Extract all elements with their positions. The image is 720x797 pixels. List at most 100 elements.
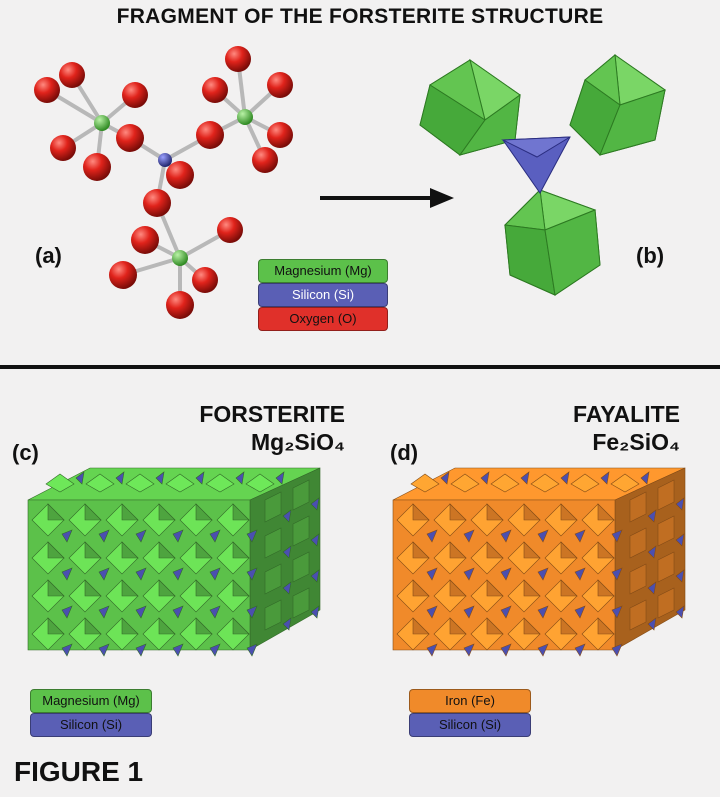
panel-label-a: (a) [35, 243, 62, 268]
panel-label-c: (c) [12, 440, 39, 465]
tetrahedron-top [235, 471, 245, 485]
octahedron-facet [84, 579, 102, 597]
octahedron-facet [560, 579, 578, 597]
octahedron-side [292, 479, 310, 511]
figure-label: FIGURE 1 [14, 756, 144, 787]
tetrahedron [172, 529, 184, 543]
octahedron-facet [412, 579, 430, 597]
octahedron-top [245, 473, 275, 493]
octahedron-facet [195, 503, 213, 521]
tetrahedron [209, 529, 221, 543]
octahedron-facet [412, 541, 430, 559]
fayalite-crystal [392, 467, 686, 657]
tetrahedron-top [640, 471, 650, 485]
octahedron-facet [158, 541, 176, 559]
tetrahedron [98, 529, 110, 543]
tetrahedron [537, 605, 549, 619]
octahedron-facet [121, 541, 139, 559]
tetrahedron [61, 567, 73, 581]
octahedron-side [264, 491, 282, 523]
tetrahedron-side [647, 617, 657, 631]
octahedron-facet [84, 541, 102, 559]
octahedron-facet [449, 579, 467, 597]
tetrahedron [463, 567, 475, 581]
polyhedra-model [419, 53, 667, 296]
tetrahedron-top [195, 471, 205, 485]
octahedron-facet [195, 617, 213, 635]
tetrahedron-top [440, 471, 450, 485]
tetrahedron [98, 567, 110, 581]
tetrahedron-side [675, 533, 685, 547]
octahedron-facet [158, 503, 176, 521]
tetrahedron [463, 605, 475, 619]
forsterite-formula: Mg₂SiO₄ [250, 429, 345, 455]
octahedron-right [569, 53, 667, 156]
tetrahedron [172, 567, 184, 581]
octahedron-facet [597, 617, 615, 635]
octahedron-facet [232, 579, 250, 597]
octahedron-facet [47, 541, 65, 559]
tetrahedron [135, 605, 147, 619]
octahedron-facet [486, 579, 504, 597]
tetrahedron-side [310, 533, 320, 547]
octahedron-facet [84, 617, 102, 635]
silicon-atom [158, 153, 172, 167]
tetrahedron [537, 529, 549, 543]
tetrahedron-top [75, 471, 85, 485]
octahedron-facet [486, 617, 504, 635]
octahedron-top [165, 473, 195, 493]
octahedron-facet [195, 579, 213, 597]
tetrahedron [463, 529, 475, 543]
octahedron-facet [232, 503, 250, 521]
tetrahedron-side [310, 497, 320, 511]
octahedron-facet [560, 503, 578, 521]
octahedron-top [205, 473, 235, 493]
tetrahedron-top [155, 471, 165, 485]
section-divider [0, 365, 720, 369]
tetrahedron-side [282, 509, 292, 523]
tetrahedron [574, 567, 586, 581]
tetrahedron [246, 529, 258, 543]
octahedron-top [530, 473, 560, 493]
tetrahedron [537, 567, 549, 581]
tetrahedron [500, 643, 512, 657]
tetrahedron [463, 643, 475, 657]
tetrahedron [611, 529, 623, 543]
legend-silicon-bottom-right: Silicon (Si) [409, 713, 531, 737]
octahedron-facet [523, 617, 541, 635]
tetrahedron-side [675, 569, 685, 583]
tetrahedron-side [310, 569, 320, 583]
octahedron-facet [195, 541, 213, 559]
octahedron-facet [158, 579, 176, 597]
octahedron-facet [597, 541, 615, 559]
tetrahedron [61, 643, 73, 657]
octahedron-top [490, 473, 520, 493]
octahedron-side [629, 563, 647, 595]
octahedron-side [292, 587, 310, 619]
tetrahedron-side [647, 581, 657, 595]
tetrahedron [500, 529, 512, 543]
octahedron-side [657, 515, 675, 547]
octahedron-facet [158, 617, 176, 635]
tetrahedron [135, 643, 147, 657]
tetrahedron-top [275, 471, 285, 485]
fayalite-formula: Fe₂SiO₄ [592, 429, 680, 455]
tetrahedron-side [675, 497, 685, 511]
octahedron-facet [232, 541, 250, 559]
tetrahedron [574, 529, 586, 543]
forsterite-name: FORSTERITE [199, 401, 345, 427]
tetrahedron [246, 643, 258, 657]
tetrahedron [426, 567, 438, 581]
tetrahedron [98, 643, 110, 657]
tetrahedron [537, 643, 549, 657]
octahedron-side [629, 527, 647, 559]
legend-silicon-bottom: Silicon (Si) [30, 713, 152, 737]
tetrahedron [426, 643, 438, 657]
octahedron-side [264, 599, 282, 631]
tetrahedron-top [520, 471, 530, 485]
tetrahedron [135, 567, 147, 581]
arrow-icon [320, 188, 454, 208]
panel-label-b: (b) [636, 243, 665, 268]
tetrahedron [209, 567, 221, 581]
legend-magnesium-bottom: Magnesium (Mg) [30, 689, 152, 713]
